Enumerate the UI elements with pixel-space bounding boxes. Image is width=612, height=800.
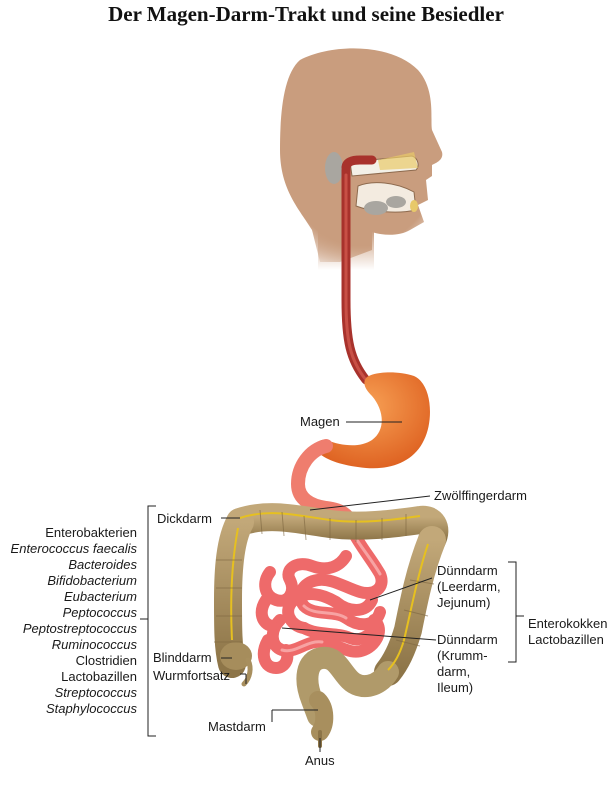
label-duenndarm-line-1: Dünndarm — [437, 632, 498, 647]
bacteria-item: Enterokokken — [528, 616, 608, 631]
label-mastdarm: Mastdarm — [208, 719, 266, 734]
label-blinddarm: Blinddarm — [153, 650, 212, 665]
bacteria-item: Bifidobacterium — [47, 573, 137, 588]
page-title: Der Magen-Darm-Trakt und seine Besiedler — [108, 2, 504, 26]
label-ileum-line-4: Ileum) — [437, 680, 474, 695]
left-bacteria-list: Enterobakterien Enterococcus faecalis Ba… — [11, 525, 137, 717]
bacteria-item: Peptostreptococcus — [22, 621, 137, 636]
head-profile — [280, 48, 443, 270]
stomach — [317, 372, 430, 469]
label-leerdarm-line-2: (Leerdarm, — [437, 579, 501, 594]
right-bacteria-list: Enterokokken Lactobazillen — [528, 616, 608, 648]
label-duenndarm-krummdarm: Dünndarm (Krumm- darm, Ileum) — [437, 632, 498, 696]
label-zwoelffingerdarm: Zwölffingerdarm — [434, 488, 527, 503]
bacteria-item: Lactobazillen — [528, 632, 604, 647]
label-dickdarm: Dickdarm — [157, 511, 212, 526]
bacteria-item: Enterococcus faecalis — [10, 541, 137, 556]
bacteria-item: Ruminococcus — [51, 637, 137, 652]
leader-lines — [140, 421, 524, 752]
label-duenndarm-leerdarm: Dünndarm (Leerdarm, Jejunum) — [437, 563, 501, 611]
bacteria-item: Streptococcus — [54, 685, 137, 700]
bacteria-item: Clostridien — [75, 653, 137, 668]
label-magen: Magen — [300, 414, 340, 429]
label-jejunum-line-3: Jejunum) — [437, 595, 491, 610]
bacteria-item: Enterobakterien — [45, 525, 137, 540]
label-darm-line-3: darm, — [437, 664, 471, 679]
label-duenndarm-line-1: Dünndarm — [437, 563, 498, 578]
bacteria-item: Lactobazillen — [61, 669, 137, 684]
colon — [213, 503, 449, 748]
label-krumm-line-2: (Krumm- — [437, 648, 488, 663]
bacteria-item: Peptococcus — [62, 605, 137, 620]
bacteria-item: Eubacterium — [64, 589, 137, 604]
bacteria-item: Staphylococcus — [45, 701, 137, 716]
bacteria-item: Bacteroides — [68, 557, 137, 572]
label-wurmfortsatz: Wurmfortsatz — [153, 668, 231, 683]
label-anus: Anus — [305, 753, 335, 768]
